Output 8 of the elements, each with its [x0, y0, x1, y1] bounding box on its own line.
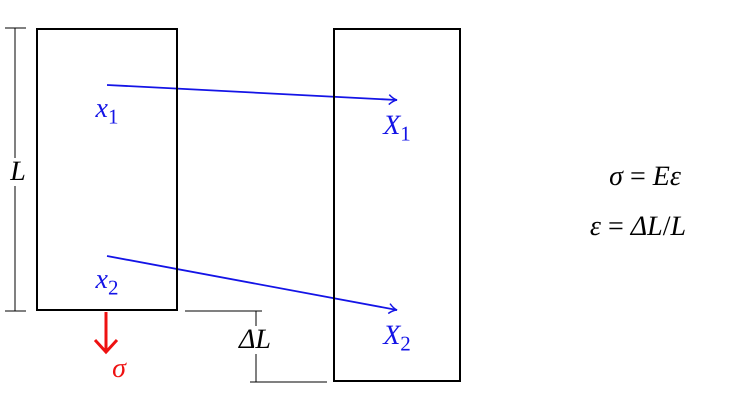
rectangular-bar	[36, 28, 178, 311]
elongation-label: ΔL	[238, 326, 271, 354]
point-label: X$_{1}$	[383, 112, 411, 144]
length-label: L	[10, 158, 26, 186]
point-label: x$_{1}$	[96, 94, 118, 127]
point-label: x$_{2}$	[96, 266, 118, 298]
rectangular-bar	[333, 28, 461, 382]
point-label: X$_{2}$	[383, 322, 411, 354]
